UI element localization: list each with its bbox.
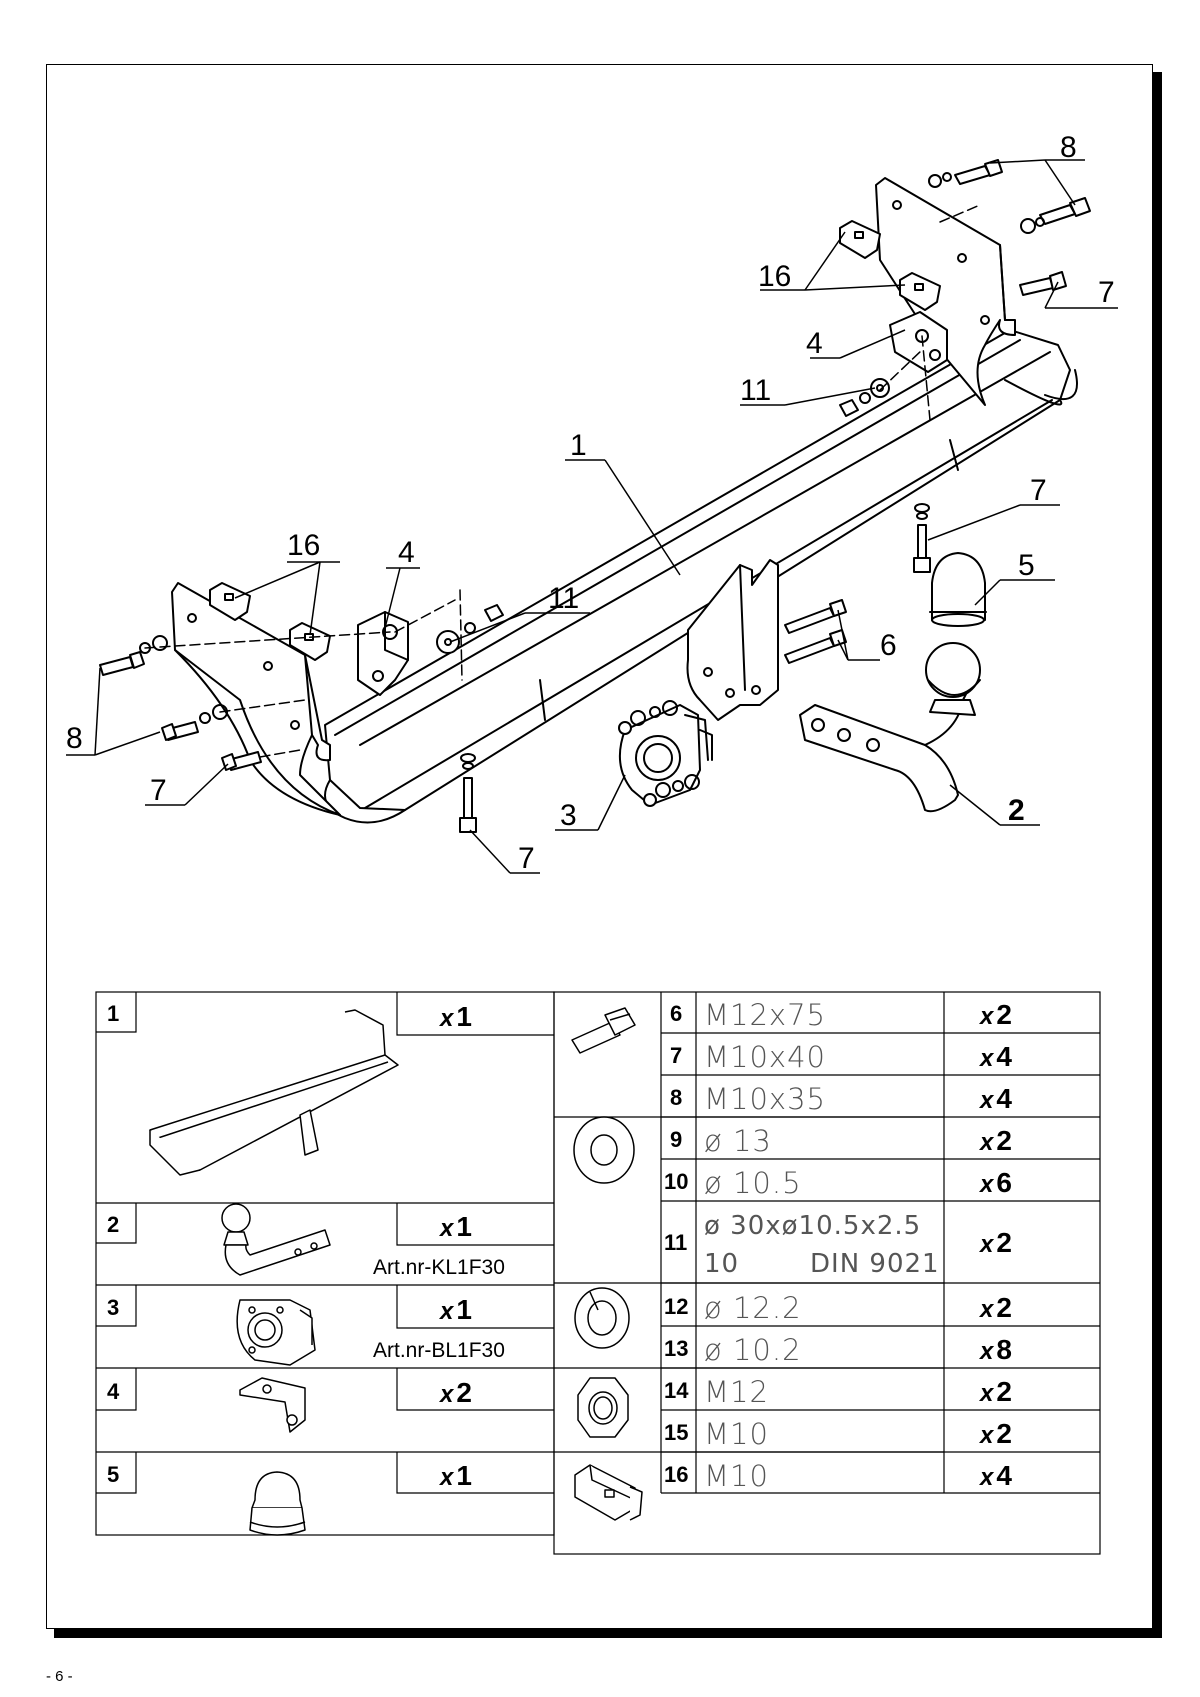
callout-11-right: 11 — [740, 374, 771, 407]
part-15-num: 15 — [664, 1420, 688, 1445]
left-bracket-plate — [171, 582, 341, 816]
part-3-article: Art.nr-BL1F30 — [373, 1339, 505, 1362]
callout-labels: 8 16 7 4 11 1 7 5 16 4 11 6 8 7 3 2 7 — [66, 131, 1115, 875]
part-7-num: 7 — [670, 1043, 682, 1068]
clips-right — [839, 220, 941, 311]
thumb-ball-cover — [249, 1471, 306, 1536]
part-1-num: 1 — [107, 1001, 119, 1026]
assembly-lines — [144, 204, 981, 758]
part-6-spec: M12x75 — [704, 998, 826, 1032]
callout-8-top: 8 — [1060, 131, 1077, 164]
part-9-num: 9 — [670, 1127, 682, 1152]
thumb-hex-nut — [577, 1377, 629, 1438]
part-11-spec-standard: DIN 9021 — [810, 1249, 940, 1279]
part-2-num: 2 — [107, 1212, 119, 1237]
callout-4-right: 4 — [806, 327, 823, 360]
callout-7-left: 7 — [150, 774, 167, 807]
part-9-spec: ø 13 — [704, 1124, 772, 1158]
callout-3: 3 — [560, 799, 577, 832]
clips-left — [209, 582, 331, 661]
thumb-l-bracket — [239, 1377, 306, 1433]
part-12-spec: ø 12.2 — [704, 1291, 802, 1325]
crossbeam-drawing — [324, 329, 1078, 824]
part-13-num: 13 — [664, 1336, 688, 1361]
part-15-spec: M10 — [704, 1417, 769, 1451]
thumb-socket-plate — [236, 1299, 316, 1366]
part-11-spec-thickness: 10 — [704, 1249, 739, 1279]
part-2-article: Art.nr-KL1F30 — [373, 1256, 505, 1279]
callout-7-mid: 7 — [1030, 474, 1047, 507]
part-11-spec: ø 30xø10.5x2.5 — [704, 1211, 921, 1241]
frame-shadow-bottom — [54, 1629, 1162, 1638]
part-6-num: 6 — [670, 1001, 682, 1026]
thumb-towball — [221, 1203, 331, 1276]
thumb-crossbeam — [149, 1009, 399, 1176]
part-13-spec: ø 10.2 — [704, 1333, 802, 1367]
part-10-num: 10 — [664, 1169, 688, 1194]
thumb-bolt — [571, 1007, 636, 1054]
part-5-num: 5 — [107, 1462, 119, 1487]
part-4-num: 4 — [107, 1379, 120, 1404]
part-8-spec: M10x35 — [704, 1082, 826, 1116]
thumb-flat-washer — [573, 1116, 635, 1184]
part-11-num: 11 — [664, 1230, 687, 1255]
callout-4-left: 4 — [398, 536, 415, 569]
callout-7-bottom: 7 — [518, 842, 535, 875]
part-16-spec: M10 — [704, 1459, 769, 1493]
towball-drawing — [799, 642, 981, 813]
right-bracket-plate — [875, 177, 1016, 406]
thumb-clip — [574, 1464, 643, 1521]
socket-plate-drawing — [618, 704, 713, 806]
part-10-spec: ø 10.5 — [704, 1166, 802, 1200]
callout-16-right: 16 — [758, 260, 791, 293]
parts-table: 1 x1 2 x1 Art.nr-KL1F30 3 x1 Art.nr-BL1F… — [95, 991, 1101, 1555]
part-8-num: 8 — [670, 1085, 682, 1110]
callout-1: 1 — [570, 429, 587, 462]
part-12-num: 12 — [664, 1294, 688, 1319]
part-3-num: 3 — [107, 1295, 119, 1320]
ball-cover-drawing — [929, 552, 987, 627]
part-7-spec: M10x40 — [704, 1040, 826, 1074]
callout-6: 6 — [880, 629, 897, 662]
centre-plate — [686, 559, 779, 721]
callout-7-right-top: 7 — [1098, 276, 1115, 309]
callout-16-left: 16 — [287, 529, 320, 562]
page-number: - 6 - — [46, 1668, 73, 1685]
callout-8-left: 8 — [66, 722, 83, 755]
part-14-num: 14 — [664, 1378, 689, 1403]
callout-2: 2 — [1008, 794, 1025, 827]
callout-5: 5 — [1018, 549, 1035, 582]
thumb-spring-washer — [574, 1287, 630, 1349]
leader-lines — [66, 159, 1118, 874]
part-14-spec: M12 — [704, 1375, 769, 1409]
callout-11-left: 11 — [548, 582, 579, 615]
part-16-num: 16 — [664, 1462, 688, 1487]
frame-shadow-right — [1153, 72, 1162, 1638]
